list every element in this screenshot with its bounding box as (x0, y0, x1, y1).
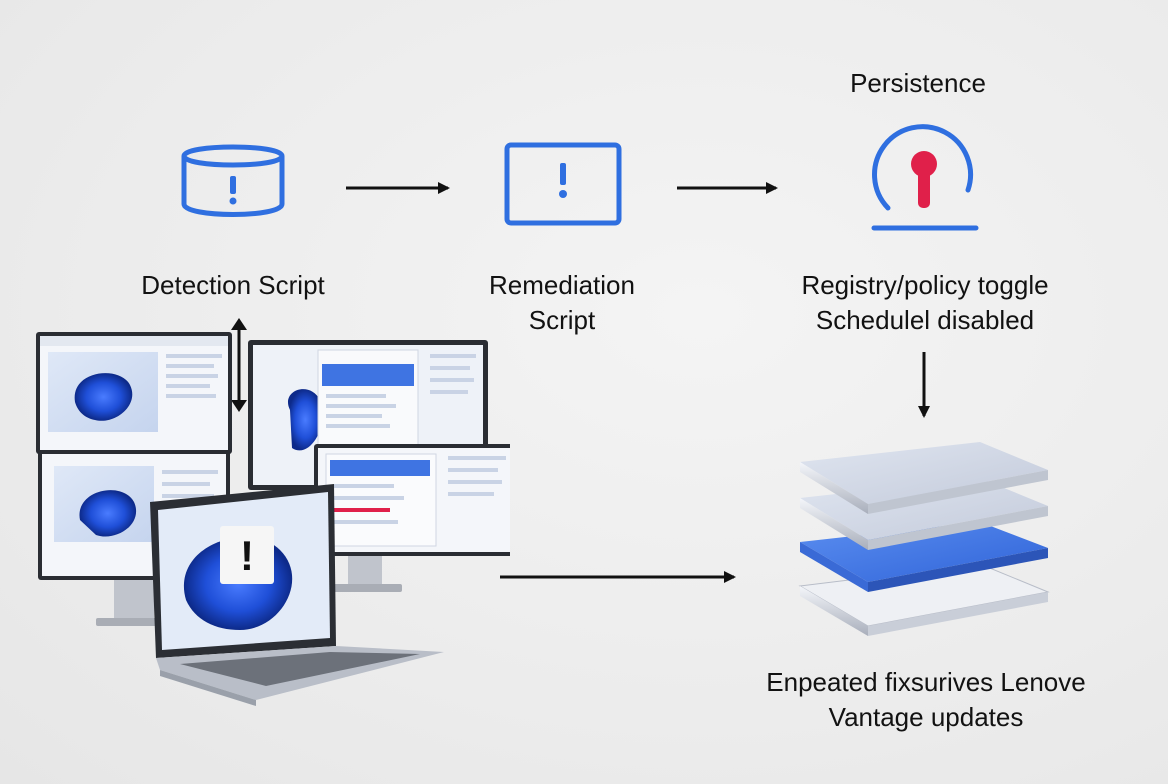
stacked-platforms-icon (798, 442, 1050, 636)
laptop-alert-glyph: ! (240, 532, 254, 579)
remediation-label-line2: Script (528, 305, 596, 335)
arrow-detection-devices-bidirectional (231, 318, 247, 412)
persistence-label-line2: Schedulel disabled (815, 305, 1035, 335)
persistence-heading: Persistence (850, 68, 986, 98)
device-fleet-icon: ! (36, 332, 510, 706)
remediation-label: Remediation Script (462, 268, 662, 338)
monitor-middle-right (314, 444, 510, 592)
database-alert-icon (181, 144, 285, 217)
keyhole-gauge-icon (871, 124, 979, 231)
window-alert-icon (504, 142, 622, 226)
platform-1 (800, 442, 1048, 514)
remediation-label-line1: Remediation (489, 270, 635, 300)
result-label-line1: Enpeated fixsurives Lenove (766, 667, 1086, 697)
result-label-line2: Vantage updates (828, 702, 1024, 732)
persistence-label-line1: Registry/policy toggle (801, 270, 1049, 300)
monitor-top-left (36, 332, 232, 462)
persistence-label: Registry/policy toggle Schedulel disable… (770, 268, 1080, 338)
platform-2 (800, 478, 1048, 550)
detection-label: Detection Script (141, 270, 325, 300)
laptop: ! (150, 484, 444, 706)
result-label: Enpeated fixsurives Lenove Vantage updat… (736, 665, 1116, 735)
